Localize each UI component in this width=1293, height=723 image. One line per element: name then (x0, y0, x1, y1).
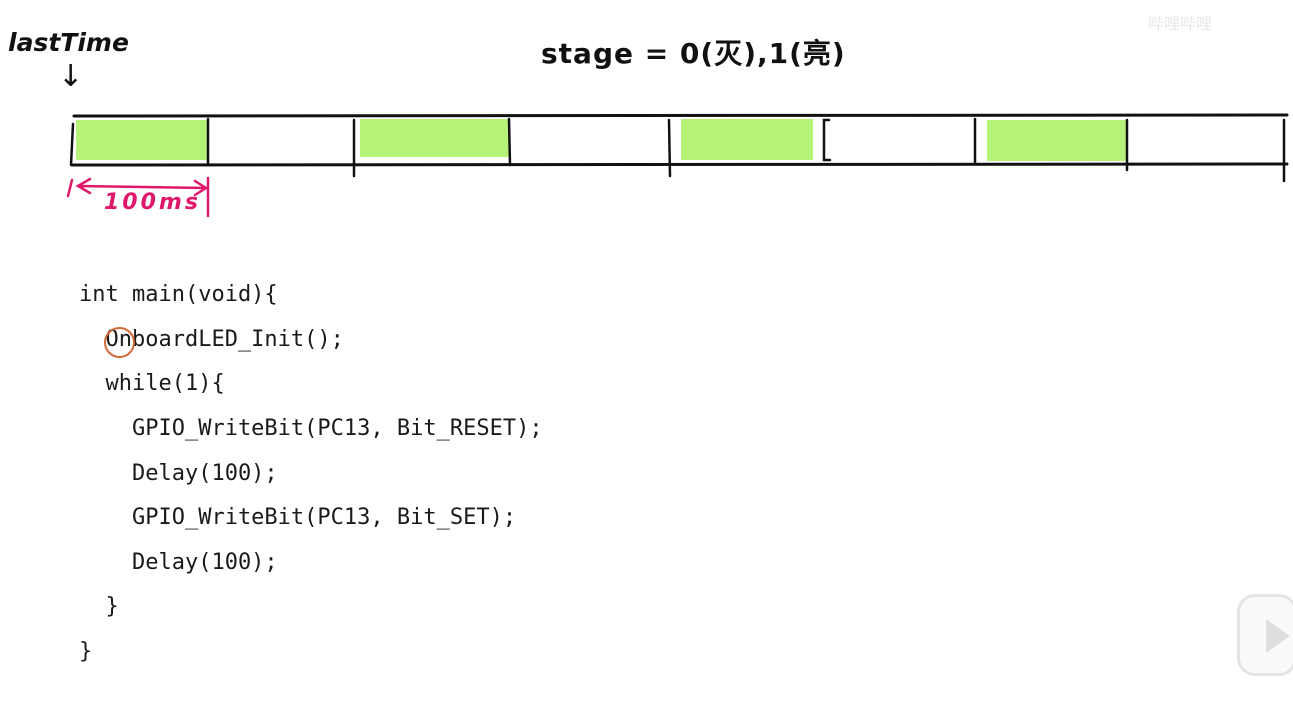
down-arrow-icon: ↓ (58, 59, 84, 94)
code-line: GPIO_WriteBit(PC13, Bit_SET); (79, 505, 517, 530)
timeline-top-line (72, 113, 1289, 118)
play-icon (1266, 619, 1290, 653)
watermark: 哔哩哔哩 (1148, 14, 1213, 33)
code-line: GPIO_WriteBit(PC13, Bit_RESET); (79, 416, 543, 441)
code-line: Delay(100); (79, 461, 278, 486)
code-line: } (79, 639, 93, 664)
code-line: Delay(100); (79, 550, 278, 575)
on-segment-2 (360, 119, 509, 157)
code-line: while(1){ (79, 371, 225, 396)
on-segment-3 (681, 119, 813, 160)
stage-label: stage = 0(灭),1(亮) (541, 37, 846, 70)
on-segment-4 (987, 120, 1127, 161)
code-line: } (79, 594, 119, 619)
duration-arrow (66, 176, 210, 218)
cursor-highlight-circle (104, 327, 135, 358)
timeline-diagram (66, 113, 1289, 218)
on-segment-1 (76, 120, 208, 160)
play-button[interactable] (1237, 594, 1293, 676)
timeline-bottom-line (70, 162, 1289, 167)
last-time-label: lastTime (8, 28, 129, 57)
duration-label: 100ms (104, 190, 201, 215)
code-line: int main(void){ (79, 282, 278, 307)
timeline-ticks (69, 117, 1286, 183)
code-line: OnboardLED_Init(); (79, 327, 344, 352)
